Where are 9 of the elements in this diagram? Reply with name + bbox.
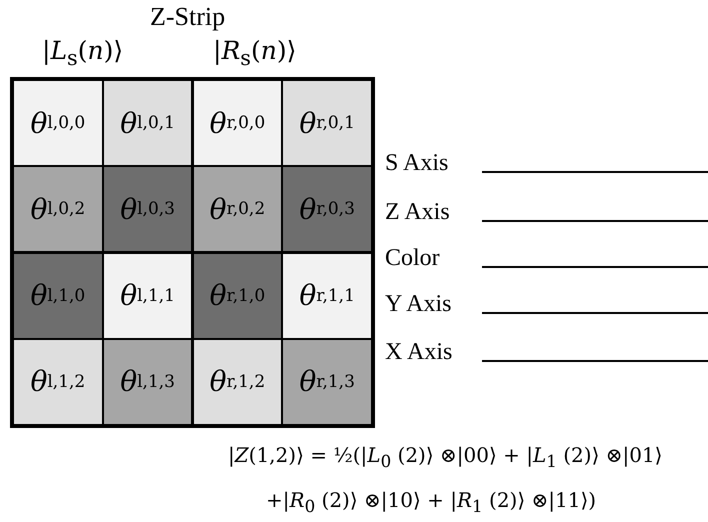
column-header: |L$_{s}$(n)⟩ xyxy=(42,36,124,70)
legend-label: X Axis xyxy=(385,339,452,366)
diagram-title: Z-Strip xyxy=(150,2,226,32)
legend-label: Y Axis xyxy=(385,291,452,318)
column-header: |R$_{s}$(n)⟩ xyxy=(213,36,296,70)
equation: |Z(1,2)⟩ = ½(|L$_{0}$ (2)⟩ ⊗|00⟩ + |L$_{1}$ (2)⟩ ⊗|01⟩ +|R$_{0}$ (2)⟩ ⊗|10⟩ + |R$_{1}$ (2)⟩ ⊗|11⟩) xyxy=(228,442,664,518)
legend-label: Color xyxy=(385,245,440,272)
legend-label: S Axis xyxy=(385,150,448,177)
legend-label: Z Axis xyxy=(385,199,450,226)
